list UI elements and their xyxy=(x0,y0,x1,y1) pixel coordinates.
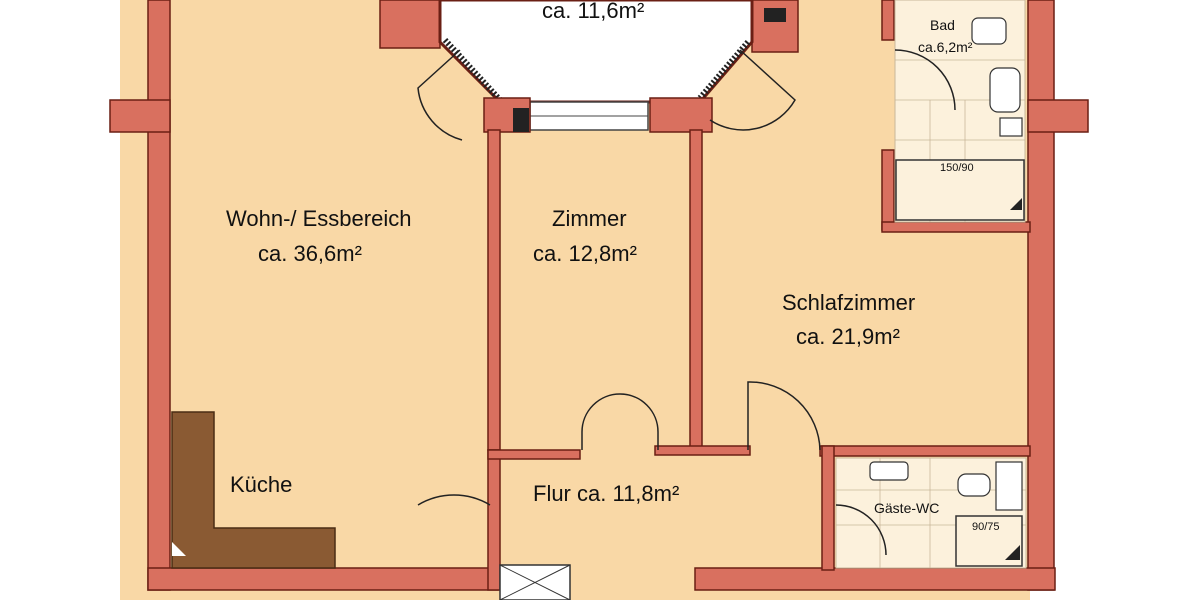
showers xyxy=(895,159,1025,567)
bad-name: Bad xyxy=(930,17,955,33)
schlaf-area: ca. 21,9m² xyxy=(796,324,900,349)
interior-walls xyxy=(487,0,1031,591)
door-swings xyxy=(417,49,956,556)
shower-wc-size: 90/75 xyxy=(972,521,1000,533)
zimmer-area: ca. 12,8m² xyxy=(533,241,637,266)
kitchen-mark xyxy=(172,542,186,556)
top-room-area: ca. 11,6m² xyxy=(542,0,645,23)
shower-drain-mark xyxy=(1010,198,1022,210)
outer-walls xyxy=(109,0,1089,591)
kueche-name: Küche xyxy=(230,472,293,497)
zimmer-name: Zimmer xyxy=(552,206,627,231)
shower-drain-mark xyxy=(1005,545,1020,560)
entry-door-line xyxy=(499,564,571,601)
gaestewc-name: Gäste-WC xyxy=(874,500,940,516)
bath-fixtures xyxy=(869,17,1023,511)
flur-name: Flur ca. 11,8m² xyxy=(533,481,680,506)
bad-area: ca.6,2m² xyxy=(918,39,973,55)
wohn-name: Wohn-/ Essbereich xyxy=(226,206,412,231)
wohn-area: ca. 36,6m² xyxy=(258,241,362,266)
schlaf-name: Schlafzimmer xyxy=(782,290,916,315)
shower-bad-size: 150/90 xyxy=(940,162,974,174)
bay-room xyxy=(438,0,786,133)
kitchen-counter xyxy=(171,411,336,569)
